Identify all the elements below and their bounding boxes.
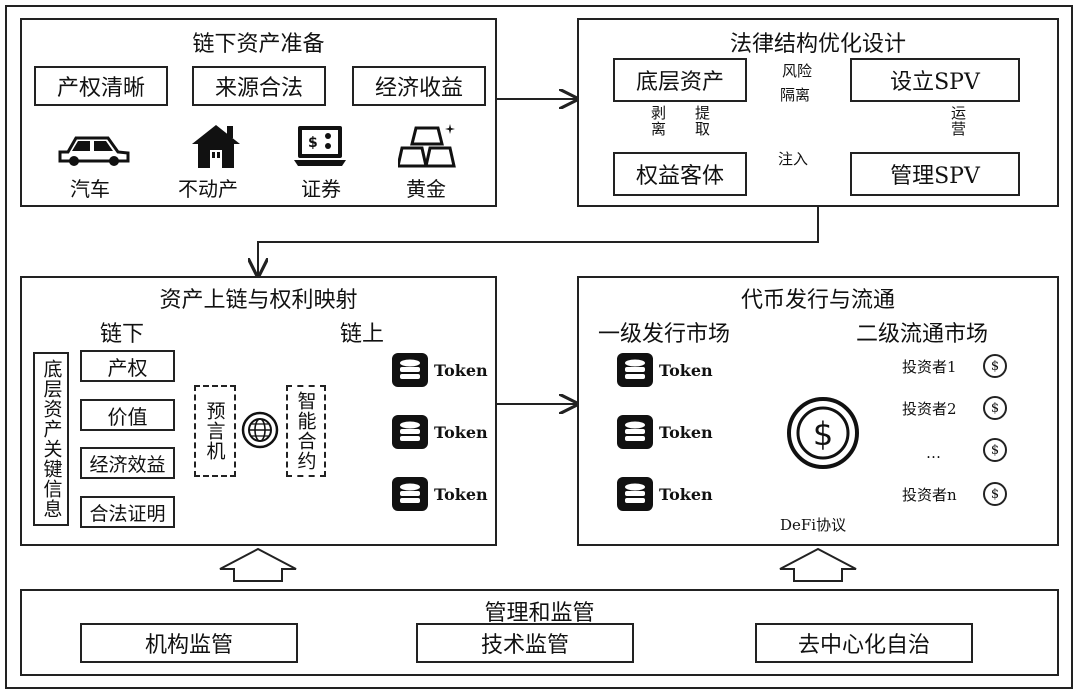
issuance-token-3: Token: [617, 477, 713, 511]
issuance-token-2: Token: [617, 415, 713, 449]
primary-market-label: 一级发行市场: [598, 322, 731, 347]
tag-clear-ownership: 产权清晰: [34, 66, 168, 106]
investor-n-coin-icon: $: [983, 482, 1007, 506]
token-db-icon: [617, 415, 653, 449]
offchain-label: 链下: [100, 322, 145, 347]
onchain-token-2-label: Token: [434, 422, 488, 442]
underlying-asset-box: 底层资产: [613, 58, 747, 102]
tag-economic-return: 经济收益: [352, 66, 486, 106]
asset-securities-label: 证券: [301, 177, 341, 201]
oracle-box: 预言机: [194, 385, 236, 477]
investor-1-coin-icon: $: [983, 354, 1007, 378]
item-value: 价值: [80, 399, 175, 431]
strip-label: 剥离: [649, 105, 667, 137]
onchain-token-3: Token: [392, 477, 488, 511]
legal-title: 法律结构优化设计: [729, 32, 906, 57]
defi-protocol-label: DeFi协议: [780, 516, 847, 534]
token-db-icon: [392, 353, 428, 387]
institutional-regulation-box: 机构监管: [80, 623, 298, 663]
token-db-icon: [392, 415, 428, 449]
dollar-coin-icon: $: [787, 397, 859, 469]
operate-label: 运营: [949, 105, 967, 137]
setup-spv-box: 设立SPV: [850, 58, 1020, 102]
risk-label: 风险: [782, 62, 813, 80]
onchain-label: 链上: [340, 322, 385, 347]
asset-gold-label: 黄金: [406, 177, 446, 201]
issuance-token-1-label: Token: [659, 360, 713, 380]
onchain-token-1: Token: [392, 353, 488, 387]
token-db-icon: [392, 477, 428, 511]
house-icon: [192, 125, 240, 168]
item-economic-benefit: 经济效益: [80, 447, 175, 479]
onchain-token-1-label: Token: [434, 360, 488, 380]
securities-icon: $: [294, 126, 346, 166]
issuance-title: 代币发行与流通: [740, 288, 895, 313]
issuance-token-1: Token: [617, 353, 713, 387]
onchain-token-2: Token: [392, 415, 488, 449]
token-db-icon: [617, 353, 653, 387]
tag-legal-source: 来源合法: [192, 66, 326, 106]
secondary-market-label: 二级流通市场: [856, 322, 989, 347]
offchain-prep-panel: 链下资产准备 产权清晰 来源合法 经济收益 汽车 不动产 $ 证券 黄金: [20, 18, 497, 207]
technical-regulation-box: 技术监管: [416, 623, 634, 663]
issuance-token-3-label: Token: [659, 484, 713, 504]
item-legal-proof: 合法证明: [80, 496, 175, 528]
token-db-icon: [617, 477, 653, 511]
investor-2-coin-icon: $: [983, 396, 1007, 420]
key-info-box: 底层资产关键信息: [33, 352, 69, 526]
svg-text:$: $: [308, 135, 318, 151]
car-icon: [58, 136, 130, 166]
offchain-prep-title: 链下资产准备: [192, 32, 325, 57]
issuance-token-2-label: Token: [659, 422, 713, 442]
asset-car-label: 汽车: [70, 177, 110, 201]
investor-ellipsis-coin-icon: $: [983, 438, 1007, 462]
investor-ellipsis: …: [926, 444, 941, 462]
isolation-label: 隔离: [780, 86, 811, 104]
onchain-token-3-label: Token: [434, 484, 488, 504]
investor-n-label: 投资者n: [902, 486, 957, 504]
regulation-title: 管理和监管: [484, 601, 595, 626]
svg-text:$: $: [813, 415, 833, 453]
inject-label: 注入: [778, 150, 809, 168]
manage-spv-box: 管理SPV: [850, 152, 1020, 196]
investor-1-label: 投资者1: [902, 358, 957, 376]
diagram-frame: [5, 5, 1073, 689]
equity-object-box: 权益客体: [613, 152, 747, 196]
asset-realestate-label: 不动产: [178, 177, 238, 201]
decentralized-autonomy-box: 去中心化自治: [755, 623, 973, 663]
extract-label: 提取: [693, 105, 711, 137]
investor-2-label: 投资者2: [902, 400, 957, 418]
onchain-title: 资产上链与权利映射: [159, 288, 358, 313]
globe-icon: [241, 411, 279, 449]
smart-contract-box: 智能合约: [286, 385, 326, 477]
gold-icon: [398, 124, 456, 168]
item-ownership: 产权: [80, 350, 175, 382]
